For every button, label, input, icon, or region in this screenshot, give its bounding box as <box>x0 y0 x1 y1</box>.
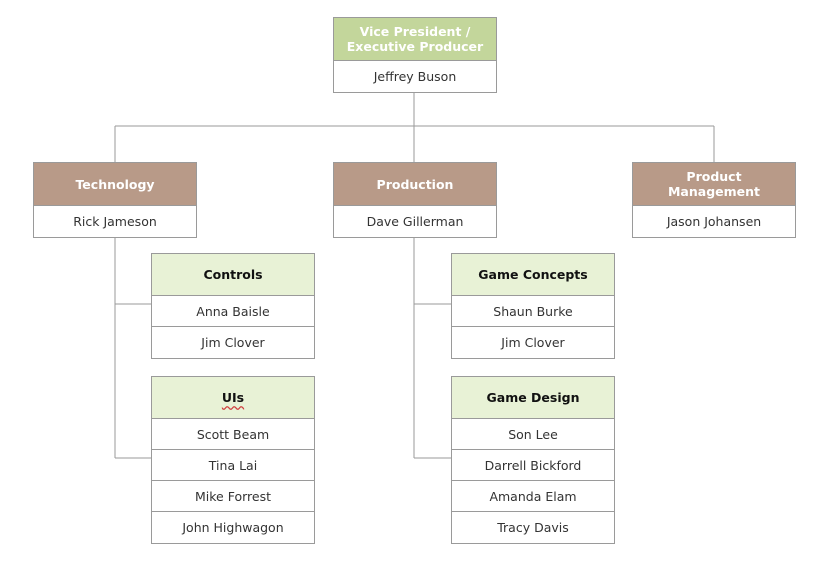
node-member: Son Lee <box>452 419 614 450</box>
node-game-design-title: Game Design <box>452 377 614 419</box>
node-member: Darrell Bickford <box>452 450 614 481</box>
node-product-management-title: Product Management <box>633 163 795 206</box>
node-member: Jim Clover <box>501 335 565 350</box>
node-uis-header: UIs <box>152 377 314 419</box>
node-member: Shaun Burke <box>452 296 614 327</box>
node-technology: Technology Rick Jameson <box>33 162 197 238</box>
node-uis: UIs Scott Beam Tina Lai Mike Forrest Joh… <box>151 376 315 544</box>
node-member: John Highwagon <box>182 520 284 535</box>
node-member: Scott Beam <box>152 419 314 450</box>
node-member: Tina Lai <box>152 450 314 481</box>
node-member: Jim Clover <box>201 335 265 350</box>
node-vice-president: Vice President / Executive Producer Jeff… <box>333 17 497 93</box>
node-production-title: Production <box>334 163 496 206</box>
node-controls: Controls Anna Baisle Jim Clover <box>151 253 315 359</box>
node-member: Anna Baisle <box>152 296 314 327</box>
node-vice-president-title: Vice President / Executive Producer <box>334 18 496 61</box>
node-game-design: Game Design Son Lee Darrell Bickford Ama… <box>451 376 615 544</box>
node-member: Jason Johansen <box>666 214 762 229</box>
node-technology-title: Technology <box>34 163 196 206</box>
node-member: Rick Jameson <box>73 214 157 229</box>
node-member: Jeffrey Buson <box>373 69 457 84</box>
node-game-concepts: Game Concepts Shaun Burke Jim Clover <box>451 253 615 359</box>
node-member: Tracy Davis <box>497 520 569 535</box>
node-controls-title: Controls <box>152 254 314 296</box>
node-product-management: Product Management Jason Johansen <box>632 162 796 238</box>
node-production: Production Dave Gillerman <box>333 162 497 238</box>
node-game-concepts-title: Game Concepts <box>452 254 614 296</box>
node-uis-title: UIs <box>221 390 245 405</box>
node-member: Amanda Elam <box>452 481 614 512</box>
node-member: Mike Forrest <box>152 481 314 512</box>
node-member: Dave Gillerman <box>366 214 464 229</box>
